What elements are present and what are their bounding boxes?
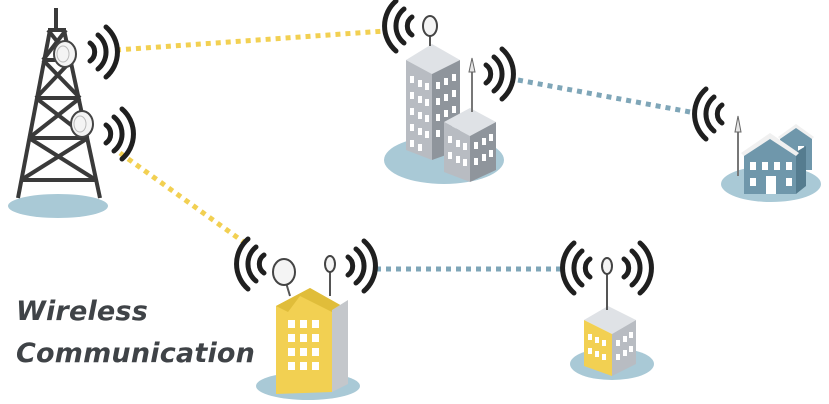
- building-icon: [563, 243, 654, 380]
- title-line-2: Communication: [16, 338, 256, 369]
- house-icon: [695, 89, 821, 202]
- signal-waves-icon: [90, 27, 117, 77]
- cell-tower-icon: [8, 8, 133, 218]
- link-offices-to-houses: [517, 77, 691, 115]
- office-building-icon: [384, 1, 513, 184]
- title-line-1: Wireless: [16, 296, 148, 327]
- link-tower-to-yellow-office: [118, 150, 247, 246]
- signal-waves-icon: [106, 109, 133, 159]
- link-tower-to-offices: [115, 28, 386, 53]
- office-building-icon: [237, 239, 376, 400]
